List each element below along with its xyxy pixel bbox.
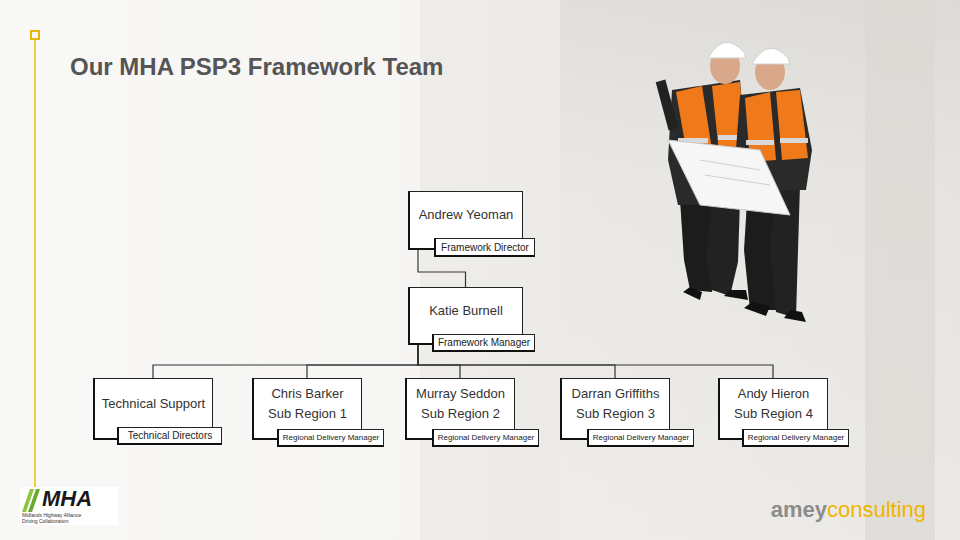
person-name: Andy Hieron	[738, 384, 810, 404]
role-title: Regional Delivery Manager	[593, 433, 690, 442]
team-box: Darran GriffithsSub Region 3Regional Del…	[560, 378, 670, 440]
logo-subtitle: Midlands Highway Alliance	[22, 513, 81, 519]
role-title: Regional Delivery Manager	[748, 433, 845, 442]
org-connector	[307, 345, 418, 378]
person-name: Technical Support	[102, 394, 205, 414]
person-name: Chris Barker	[271, 384, 343, 404]
corner-square	[31, 31, 39, 39]
role-tag: Regional Delivery Manager	[277, 429, 384, 447]
role-tag: Framework Director	[434, 238, 535, 257]
team-box: Chris BarkerSub Region 1Regional Deliver…	[252, 378, 362, 440]
role-tag: Regional Delivery Manager	[742, 429, 849, 447]
manager-box: Katie BurnellFramework Manager	[408, 287, 523, 345]
role-tag: Framework Manager	[432, 334, 535, 352]
company-division: consulting	[827, 497, 926, 522]
director-box: Andrew YeomanFramework Director	[408, 191, 523, 250]
folder	[656, 80, 679, 131]
role-title: Framework Director	[441, 242, 529, 253]
role-title: Framework Manager	[438, 337, 530, 348]
role-tag: Regional Delivery Manager	[587, 429, 694, 447]
team-box: Technical SupportTechnical Directors	[93, 378, 213, 440]
org-connector	[153, 345, 418, 378]
logo-wordmark: MHA	[42, 487, 92, 511]
role-title: Technical Directors	[128, 430, 212, 441]
person-name: Andrew Yeoman	[419, 205, 514, 225]
region-name: Sub Region 3	[576, 404, 655, 424]
person-name: Katie Burnell	[429, 301, 503, 321]
person-name: Murray Seddon	[416, 384, 505, 404]
drawing-plans	[668, 140, 790, 215]
amey-logo: ameyconsulting	[771, 497, 926, 523]
logo-tagline: Driving Collaboration	[22, 519, 68, 525]
logo-ground	[20, 487, 118, 525]
region-name: Sub Region 2	[421, 404, 500, 424]
role-title: Regional Delivery Manager	[283, 433, 380, 442]
team-box: Murray SeddonSub Region 2Regional Delive…	[405, 378, 515, 440]
company-name: amey	[771, 497, 827, 522]
slide-title: Our MHA PSP3 Framework Team	[70, 53, 443, 81]
accent-rule	[34, 40, 36, 505]
region-name: Sub Region 4	[734, 404, 813, 424]
logo-stripe	[28, 489, 40, 512]
role-title: Regional Delivery Manager	[438, 433, 535, 442]
role-tag: Technical Directors	[117, 427, 222, 445]
region-name: Sub Region 1	[268, 404, 347, 424]
person-name: Darran Griffiths	[572, 384, 660, 404]
role-tag: Regional Delivery Manager	[432, 429, 539, 447]
team-box: Andy HieronSub Region 4Regional Delivery…	[718, 378, 828, 440]
